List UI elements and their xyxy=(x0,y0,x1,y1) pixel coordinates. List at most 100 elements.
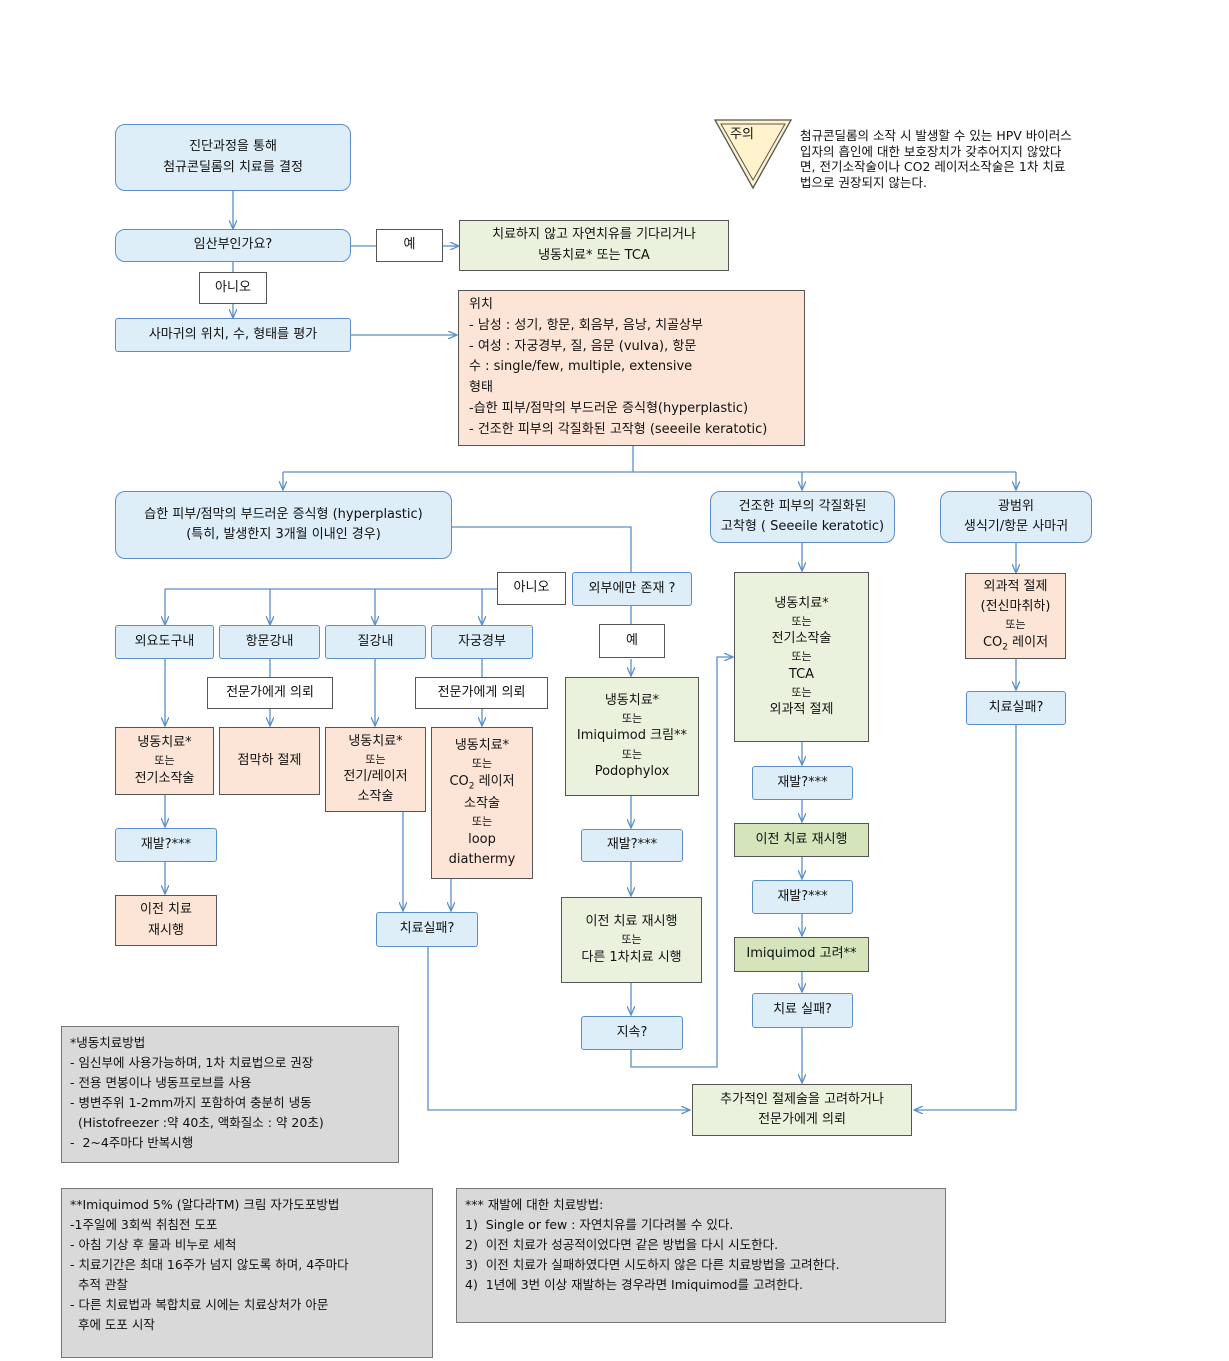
treatment-option: 냉동치료* xyxy=(774,595,829,611)
imiquimod-label: Imiquimod 고려** xyxy=(746,946,857,962)
note-line: 추적 관찰 xyxy=(70,1277,128,1292)
note-line: - 병변주위 1-2mm까지 포함하여 충분히 냉동 xyxy=(70,1095,312,1110)
or-text: 또는 xyxy=(471,757,493,771)
recurrence-label: 재발?*** xyxy=(606,837,658,853)
refer-specialist-anal: 전문가에게 의뢰 xyxy=(207,677,333,709)
hyperplastic-line-2: (특히, 발생한지 3개월 이내인 경우) xyxy=(186,527,381,542)
co2-subscript: 2 xyxy=(468,781,475,792)
evaluation-criteria: 위치 - 남성 : 성기, 항문, 회음부, 음낭, 치골상부 - 여성 : 자… xyxy=(458,290,805,446)
failure-label: 치료실패? xyxy=(988,699,1044,715)
note-line: (Histofreezer :약 40초, 액화질소 : 약 20초) xyxy=(70,1115,324,1130)
cryotherapy-note: *냉동치료방법 - 임신부에 사용가능하며, 1차 치료법으로 권장 - 전용 … xyxy=(61,1026,399,1163)
laser-text: 레이저 xyxy=(1008,634,1049,650)
treatment-option: diathermy xyxy=(448,851,516,867)
external-treatment: 냉동치료* 또는 Imiquimod 크림** 또는 Podophylox xyxy=(565,677,699,796)
pregnant-question: 임산부인가요? xyxy=(115,229,351,262)
or-text: 또는 xyxy=(471,815,493,829)
recurrence-question-urethra: 재발?*** xyxy=(115,828,217,862)
treatment-failure-question: 치료실패? xyxy=(376,912,478,947)
extensive-warts-node: 광범위 생식기/항문 사마귀 xyxy=(940,491,1092,543)
retry-line-2: 재시행 xyxy=(148,922,184,938)
pregnant-treatment: 치료하지 않고 자연치유를 기다리거나 냉동치료* 또는 TCA xyxy=(459,220,729,271)
no-label-pregnant: 아니오 xyxy=(199,272,267,304)
refer-label: 전문가에게 의뢰 xyxy=(226,684,314,700)
note-line: - 아침 기상 후 물과 비누로 세척 xyxy=(70,1237,237,1252)
imiquimod-note: **Imiquimod 5% (알다라TM) 크림 자가도포방법 -1주일에 3… xyxy=(61,1188,433,1358)
keratotic-treatment: 냉동치료* 또는 전기소작술 또는 TCA 또는 외과적 절제 xyxy=(734,572,869,742)
note-line: - 임신부에 사용가능하며, 1차 치료법으로 권장 xyxy=(70,1055,314,1070)
treatment-option: Imiquimod 크림** xyxy=(576,728,688,744)
urethra-node: 외요도구내 xyxy=(115,625,214,659)
start-line-2: 첨규콘딜롬의 치료를 결정 xyxy=(163,159,303,175)
urethra-treatment: 냉동치료* 또는 전기소작술 xyxy=(115,727,214,795)
criteria-line: - 여성 : 자궁경부, 질, 음문 (vulva), 항문 xyxy=(469,338,697,354)
treatment-option: 냉동치료* xyxy=(137,735,192,751)
treatment-option: 냉동치료* xyxy=(348,733,403,749)
treatment-option: 외과적 절제 xyxy=(769,702,834,718)
caution-triangle-icon xyxy=(713,119,793,190)
criteria-line: -습한 피부/점막의 부드러운 증식형(hyperplastic) xyxy=(469,400,749,416)
cervix-treatment: 냉동치료* 또는 CO2 레이저 소작술 또는 loop diathermy xyxy=(431,727,533,879)
note-line: - 2~4주마다 반복시행 xyxy=(70,1135,194,1150)
recurrence-question-keratotic-2: 재발?*** xyxy=(752,880,853,914)
caution-text: 첨규콘딜롬의 소작 시 발생할 수 있는 HPV 바이러스 입자의 흡인에 대한… xyxy=(800,128,1072,190)
start-node: 진단과정을 통해 첨규콘딜롬의 치료를 결정 xyxy=(115,124,351,191)
refer-label: 전문가에게 의뢰 xyxy=(437,684,526,700)
co2-subscript: 2 xyxy=(1002,642,1009,653)
treatment-option: 소작술 xyxy=(357,789,394,805)
recurrence-label: 재발?*** xyxy=(777,888,828,904)
note-line: **Imiquimod 5% (알다라TM) 크림 자가도포방법 xyxy=(70,1197,340,1212)
retry-option: 다른 1차치료 시행 xyxy=(581,949,682,965)
note-line: 3) 이전 치료가 실패하였다면 시도하지 않은 다른 치료방법을 고려한다. xyxy=(465,1257,840,1272)
hyperplastic-line-1: 습한 피부/점막의 부드러운 증식형 (hyperplastic) xyxy=(144,506,423,522)
note-line: - 다른 치료법과 복합치료 시에는 치료상처가 아문 xyxy=(70,1297,329,1312)
retry-line-1: 이전 치료 xyxy=(140,902,192,918)
failure-label: 치료실패? xyxy=(399,921,455,937)
treatment-option: CO2 레이저 xyxy=(983,633,1048,656)
anal-canal-label: 항문강내 xyxy=(245,633,294,649)
keratotic-node: 건조한 피부의 각질화된 고착형 ( Seeeile keratotic) xyxy=(710,491,895,543)
or-text: 또는 xyxy=(791,650,812,664)
treatment-failure-question-extensive: 치료실패? xyxy=(966,691,1066,725)
criteria-line: - 남성 : 성기, 항문, 회음부, 음낭, 치골상부 xyxy=(469,317,703,333)
yes-text: 예 xyxy=(403,237,416,253)
keratotic-line-1: 건조한 피부의 각질화된 xyxy=(738,498,867,514)
criteria-line: 위치 xyxy=(469,297,493,312)
evaluate-label: 사마귀의 위치, 수, 형태를 평가 xyxy=(148,326,318,342)
note-line: -1주일에 3회씩 취침전 도포 xyxy=(70,1217,218,1232)
or-text: 또는 xyxy=(791,614,812,628)
treatment-option: 전기소작술 xyxy=(771,631,832,647)
note-line: 4) 1년에 3번 이상 재발하는 경우라면 Imiquimod를 고려한다. xyxy=(465,1277,803,1292)
note-line: *** 재발에 대한 치료방법: xyxy=(465,1197,604,1212)
treatment-option: 전기소작술 xyxy=(134,770,195,786)
vaginal-label: 질강내 xyxy=(357,633,394,649)
external-only-label: 외부에만 존재 ? xyxy=(588,580,676,596)
extensive-treatment: 외과적 절제 (전신마취하) 또는 CO2 레이저 xyxy=(965,573,1066,659)
refer-specialist-cervix: 전문가에게 의뢰 xyxy=(415,677,548,709)
final-line-2: 전문가에게 의뢰 xyxy=(758,1112,846,1127)
treatment-option: 냉동치료* xyxy=(604,692,660,708)
yes-label-external: 예 xyxy=(599,624,665,658)
treatment-option: 전기/레이저 xyxy=(343,769,408,785)
hyperplastic-node: 습한 피부/점막의 부드러운 증식형 (hyperplastic) (특히, 발… xyxy=(115,491,452,559)
or-text: 또는 xyxy=(154,754,175,768)
final-referral: 추가적인 절제술을 고려하거나 전문가에게 의뢰 xyxy=(692,1084,912,1136)
co2-text: CO xyxy=(449,773,469,789)
recurrence-label: 재발?*** xyxy=(777,774,828,790)
treatment-failure-question-keratotic: 치료 실패? xyxy=(752,993,853,1028)
treatment-option: (전신마취하) xyxy=(980,599,1051,615)
no-text: 아니오 xyxy=(513,580,550,596)
criteria-line: 형태 xyxy=(469,380,493,396)
retry-label: 이전 치료 재시행 xyxy=(755,831,848,847)
no-label-external: 아니오 xyxy=(497,572,566,605)
or-text: 또는 xyxy=(621,933,642,947)
cervix-node: 자궁경부 xyxy=(431,625,533,659)
persistence-label: 지속? xyxy=(616,1024,648,1040)
external-retry: 이전 치료 재시행 또는 다른 1차치료 시행 xyxy=(561,897,702,983)
yes-text: 예 xyxy=(626,632,638,648)
note-line: 후에 도포 시작 xyxy=(70,1317,155,1332)
or-text: 또는 xyxy=(621,712,643,726)
start-line-1: 진단과정을 통해 xyxy=(189,139,277,155)
treatment-option: 점막하 절제 xyxy=(237,752,302,768)
